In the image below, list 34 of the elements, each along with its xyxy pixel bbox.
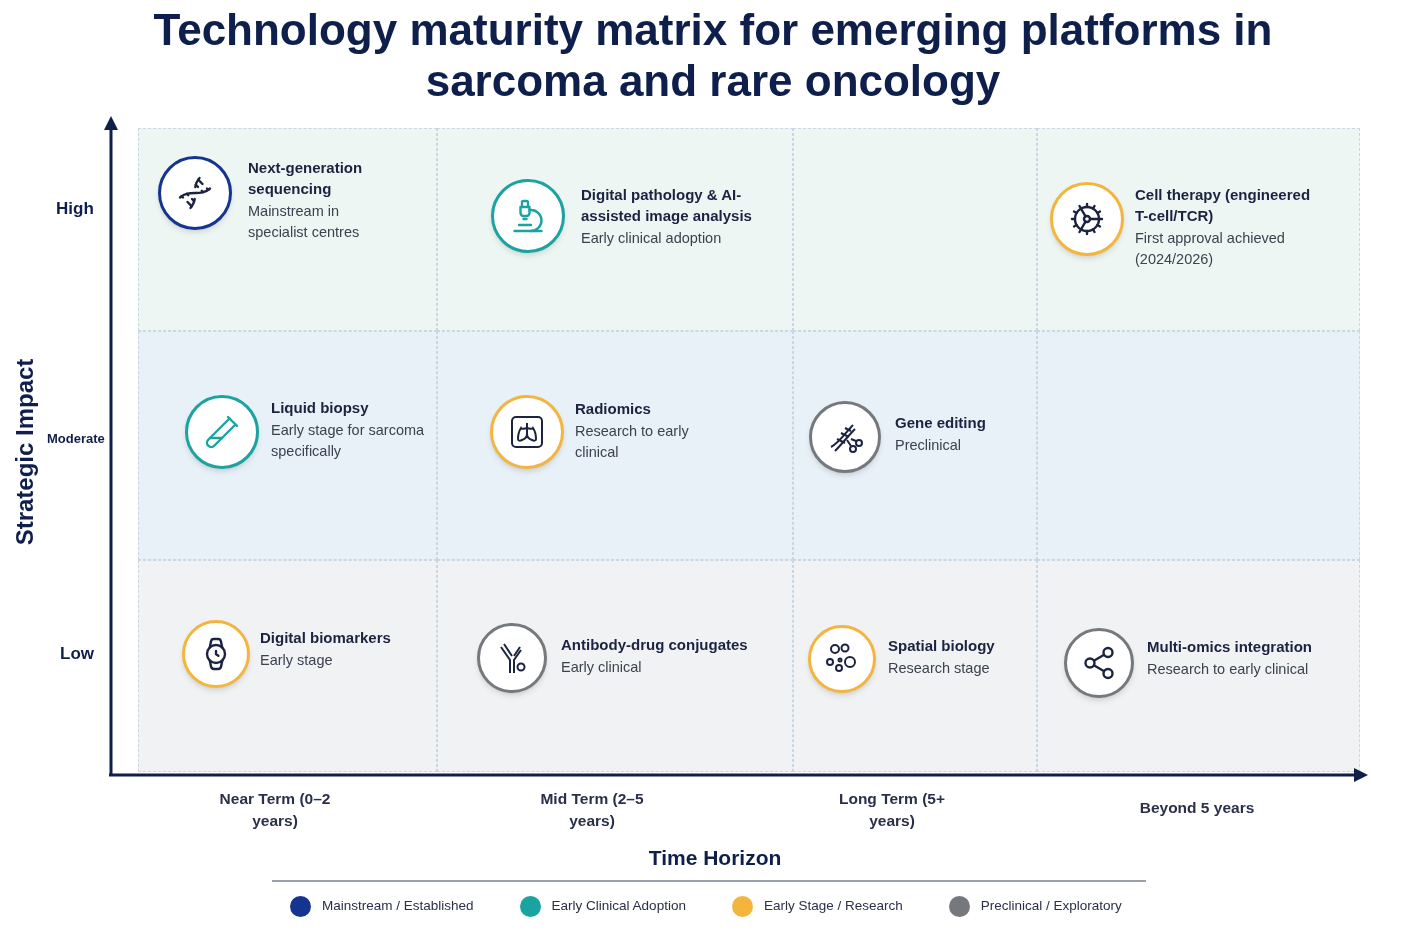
axis-label: Beyond 5 years <box>1138 798 1256 818</box>
maturity-status: Early stage for sarcoma specifically <box>271 421 426 461</box>
maturity-status: Early clinical <box>561 658 643 677</box>
maturity-status: Preclinical <box>895 436 963 455</box>
maturity-status: Early stage <box>260 651 334 670</box>
technology-name: Multi-omics integration <box>1147 637 1313 657</box>
x-axis-title: Time Horizon <box>647 845 783 871</box>
legend-label: Mainstream / Established <box>322 897 474 916</box>
technology-name: Digital biomarkers <box>260 628 392 648</box>
legend-label: Preclinical / Exploratory <box>980 897 1122 916</box>
maturity-status: Research to early clinical <box>575 422 690 462</box>
axis-label: Moderate <box>47 430 105 448</box>
maturity-status: Early clinical adoption <box>581 229 723 248</box>
y-axis-title: Strategic Impact <box>10 358 39 546</box>
technology-name: Next-generation sequencing <box>248 158 364 199</box>
axis-label: Long Term (5+ years) <box>837 789 947 831</box>
technology-name: Digital pathology & AI-assisted image analysis <box>581 185 753 226</box>
axis-label: High <box>56 198 94 220</box>
title: Technology maturity matrix for emerging platforms in sarcoma and rare oncology <box>152 4 1274 106</box>
maturity-status: Research to early clinical <box>1147 660 1310 679</box>
axis-label: Mid Term (2–5 years) <box>539 789 645 831</box>
technology-name: Cell therapy (engineered T-cell/TCR) <box>1135 185 1312 226</box>
technology-name: Spatial biology <box>888 636 996 656</box>
legend-label: Early Clinical Adoption <box>551 897 686 916</box>
technology-name: Radiomics <box>575 399 652 419</box>
maturity-status: First approval achieved (2024/2026) <box>1135 229 1286 269</box>
legend-label: Early Stage / Research <box>763 897 903 916</box>
axis-label: Low <box>60 643 94 665</box>
technology-name: Antibody-drug conjugates <box>561 635 749 655</box>
technology-name: Gene editing <box>895 413 987 433</box>
axis-label: Near Term (0–2 years) <box>218 789 332 831</box>
maturity-status: Mainstream in specialist centres <box>248 202 361 242</box>
maturity-status: Research stage <box>888 659 991 678</box>
technology-name: Liquid biopsy <box>271 398 370 418</box>
